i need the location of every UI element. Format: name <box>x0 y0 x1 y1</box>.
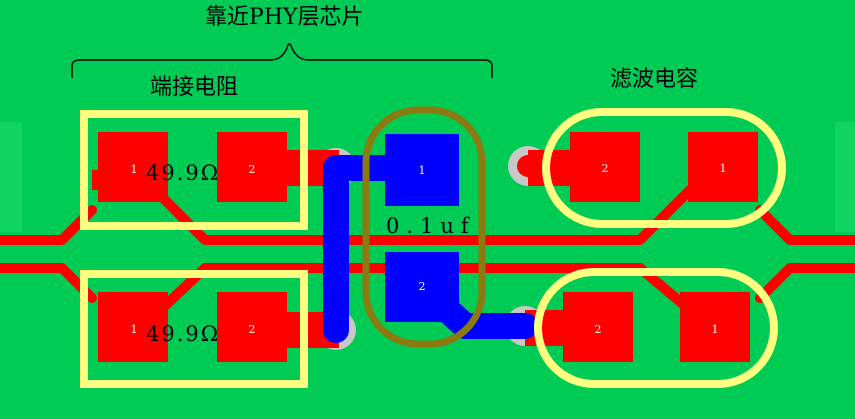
board-edge-left <box>0 122 22 232</box>
resistor-value-bottom: 49.9Ω <box>146 322 220 346</box>
pad-number: 1 <box>720 162 727 175</box>
highlight-outlines <box>80 108 786 388</box>
right-group-label: 滤波电容 <box>610 67 698 92</box>
pad-number: 1 <box>419 164 426 177</box>
pad-number: 2 <box>595 323 602 336</box>
highlight-resistor-top <box>80 110 308 230</box>
filter-cap-bottom-pads <box>563 292 750 362</box>
filter-cap-top-pads <box>570 132 758 202</box>
pad-blue <box>385 134 459 206</box>
pad-number: 2 <box>249 323 256 336</box>
blue-trace-top <box>323 155 405 343</box>
highlight-filter-bottom <box>534 268 778 388</box>
pad-number: 1 <box>131 323 138 336</box>
cap-value: 0.1uf <box>386 214 476 238</box>
pad-number: 2 <box>249 163 256 176</box>
top-label: 靠近PHY层芯片 <box>205 5 364 30</box>
trace-lower-right <box>755 263 855 303</box>
highlight-center-cap <box>362 106 486 348</box>
left-group-label: 端接电阻 <box>150 75 238 100</box>
annotation-labels: 靠近PHY层芯片 端接电阻 滤波电容 <box>150 5 698 100</box>
pad-blue <box>385 252 459 322</box>
differential-traces-red <box>0 180 855 325</box>
trace-upper-right <box>755 205 855 245</box>
pad-labels: 1 2 1 2 1 2 2 1 2 1 <box>131 162 727 336</box>
pad-number: 2 <box>602 162 609 175</box>
brace <box>71 43 493 78</box>
board-edge-right <box>835 122 855 232</box>
pad-red <box>217 292 287 362</box>
pad-red <box>98 292 168 362</box>
center-cap-pads <box>385 134 459 322</box>
pad-red <box>680 292 750 362</box>
pad-red <box>217 132 287 202</box>
pad-number: 1 <box>712 323 719 336</box>
pad-red <box>563 292 633 362</box>
highlight-filter-top <box>542 108 786 228</box>
trace-upper-mid <box>145 180 695 245</box>
pad-red <box>570 132 640 202</box>
pad-red <box>98 132 168 202</box>
value-labels: 49.9Ω 49.9Ω 0.1uf <box>146 161 476 346</box>
resistor-value-top: 49.9Ω <box>146 161 220 185</box>
highlight-resistor-bottom <box>80 270 308 388</box>
pad-number: 2 <box>419 280 426 293</box>
resistor-top-pads <box>98 132 287 202</box>
resistor-bottom-pads <box>98 292 287 362</box>
pad-red <box>688 132 758 202</box>
pad-number: 1 <box>131 163 138 176</box>
